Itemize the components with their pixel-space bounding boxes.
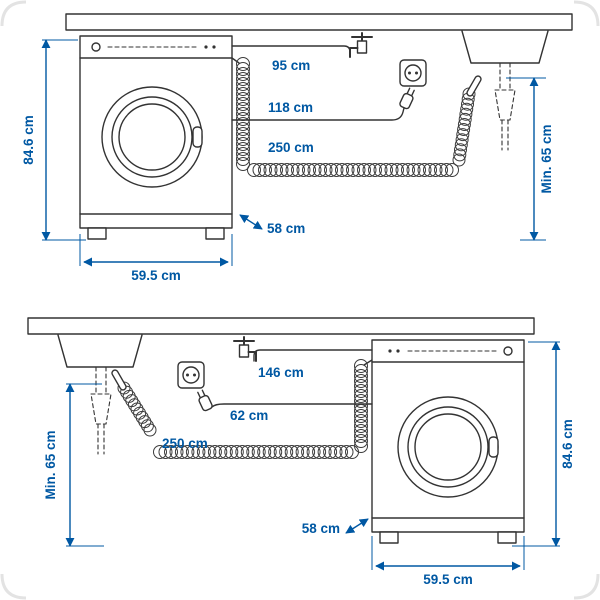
height-dimension-label: 84.6 cm bbox=[21, 115, 36, 165]
top-diagram: 84.6 cm 59.5 cm 58 cm 95 cm 118 cm 250 c… bbox=[21, 13, 573, 283]
door-glass bbox=[118, 103, 186, 171]
drain-hose-coil-floor bbox=[247, 163, 459, 177]
machine-foot bbox=[87, 227, 107, 240]
drain-hose-stub bbox=[231, 57, 240, 64]
washing-machine bbox=[79, 35, 233, 240]
machine-body bbox=[371, 339, 525, 533]
drain-hose-coil-vertical bbox=[236, 57, 250, 171]
door-handle bbox=[192, 126, 203, 148]
width-dimension-label: 59.5 cm bbox=[131, 268, 181, 283]
drain-hose-length-label: 250 cm bbox=[268, 140, 314, 155]
faucet-icon bbox=[233, 336, 257, 362]
drain-hose-coil-riser bbox=[452, 87, 476, 167]
panel-dot bbox=[388, 349, 392, 353]
machine-foot bbox=[205, 227, 225, 240]
countertop bbox=[27, 317, 535, 335]
drain-hose-coil-vertical bbox=[354, 359, 368, 453]
machine-foot bbox=[379, 531, 399, 544]
drain-hose-end bbox=[111, 369, 127, 391]
height-dimension-label: 84.6 cm bbox=[560, 419, 575, 469]
drain-hose-stub bbox=[363, 359, 373, 366]
power-cable bbox=[231, 107, 405, 121]
panel-dot bbox=[396, 349, 400, 353]
power-button-icon bbox=[503, 346, 513, 356]
water-supply-hose bbox=[231, 45, 351, 58]
depth-dimension-label: 58 cm bbox=[267, 221, 305, 236]
sink bbox=[461, 30, 549, 151]
power-cable bbox=[211, 403, 373, 408]
power-button-icon bbox=[91, 42, 101, 52]
water-hose-length-label: 95 cm bbox=[272, 58, 310, 73]
machine-foot bbox=[497, 531, 517, 544]
panel-dot bbox=[212, 45, 216, 49]
plug-icon bbox=[399, 87, 415, 110]
drain-hose-coil-riser bbox=[117, 381, 157, 437]
water-supply-hose bbox=[253, 349, 373, 362]
sink bbox=[57, 334, 143, 455]
plug-icon bbox=[197, 389, 213, 412]
bottom-diagram: Min. 65 cm 146 cm 62 cm 250 cm 58 cm 59.… bbox=[27, 317, 575, 587]
door-glass bbox=[414, 413, 482, 481]
outlet-icon bbox=[399, 59, 427, 87]
washing-machine bbox=[371, 339, 525, 544]
depth-dimension-label: 58 cm bbox=[302, 521, 340, 536]
min-drain-height-label: Min. 65 cm bbox=[539, 124, 554, 193]
panel-dot bbox=[204, 45, 208, 49]
water-hose-length-label: 146 cm bbox=[258, 365, 304, 380]
door-handle bbox=[488, 436, 499, 458]
power-cable-length-label: 62 cm bbox=[230, 408, 268, 423]
min-drain-height-label: Min. 65 cm bbox=[43, 430, 58, 499]
width-dimension-label: 59.5 cm bbox=[423, 572, 473, 587]
faucet-icon bbox=[349, 32, 373, 58]
outlet-icon bbox=[177, 361, 205, 389]
drain-hose-coil-floor bbox=[153, 445, 359, 459]
depth-dimension-line bbox=[345, 518, 369, 534]
top-dimensions: 84.6 cm 59.5 cm 58 cm 95 cm 118 cm 250 c… bbox=[21, 39, 554, 283]
machine-body bbox=[79, 35, 233, 229]
door-mid-ring bbox=[407, 406, 489, 488]
door-mid-ring bbox=[111, 96, 193, 178]
drain-hose-end bbox=[466, 75, 482, 97]
drain-hose-length-label: 250 cm bbox=[162, 436, 208, 451]
power-cable-length-label: 118 cm bbox=[268, 100, 313, 115]
bottom-dimensions: Min. 65 cm 146 cm 62 cm 250 cm 58 cm 59.… bbox=[43, 341, 575, 587]
countertop bbox=[65, 13, 573, 31]
depth-dimension-line bbox=[239, 214, 263, 230]
